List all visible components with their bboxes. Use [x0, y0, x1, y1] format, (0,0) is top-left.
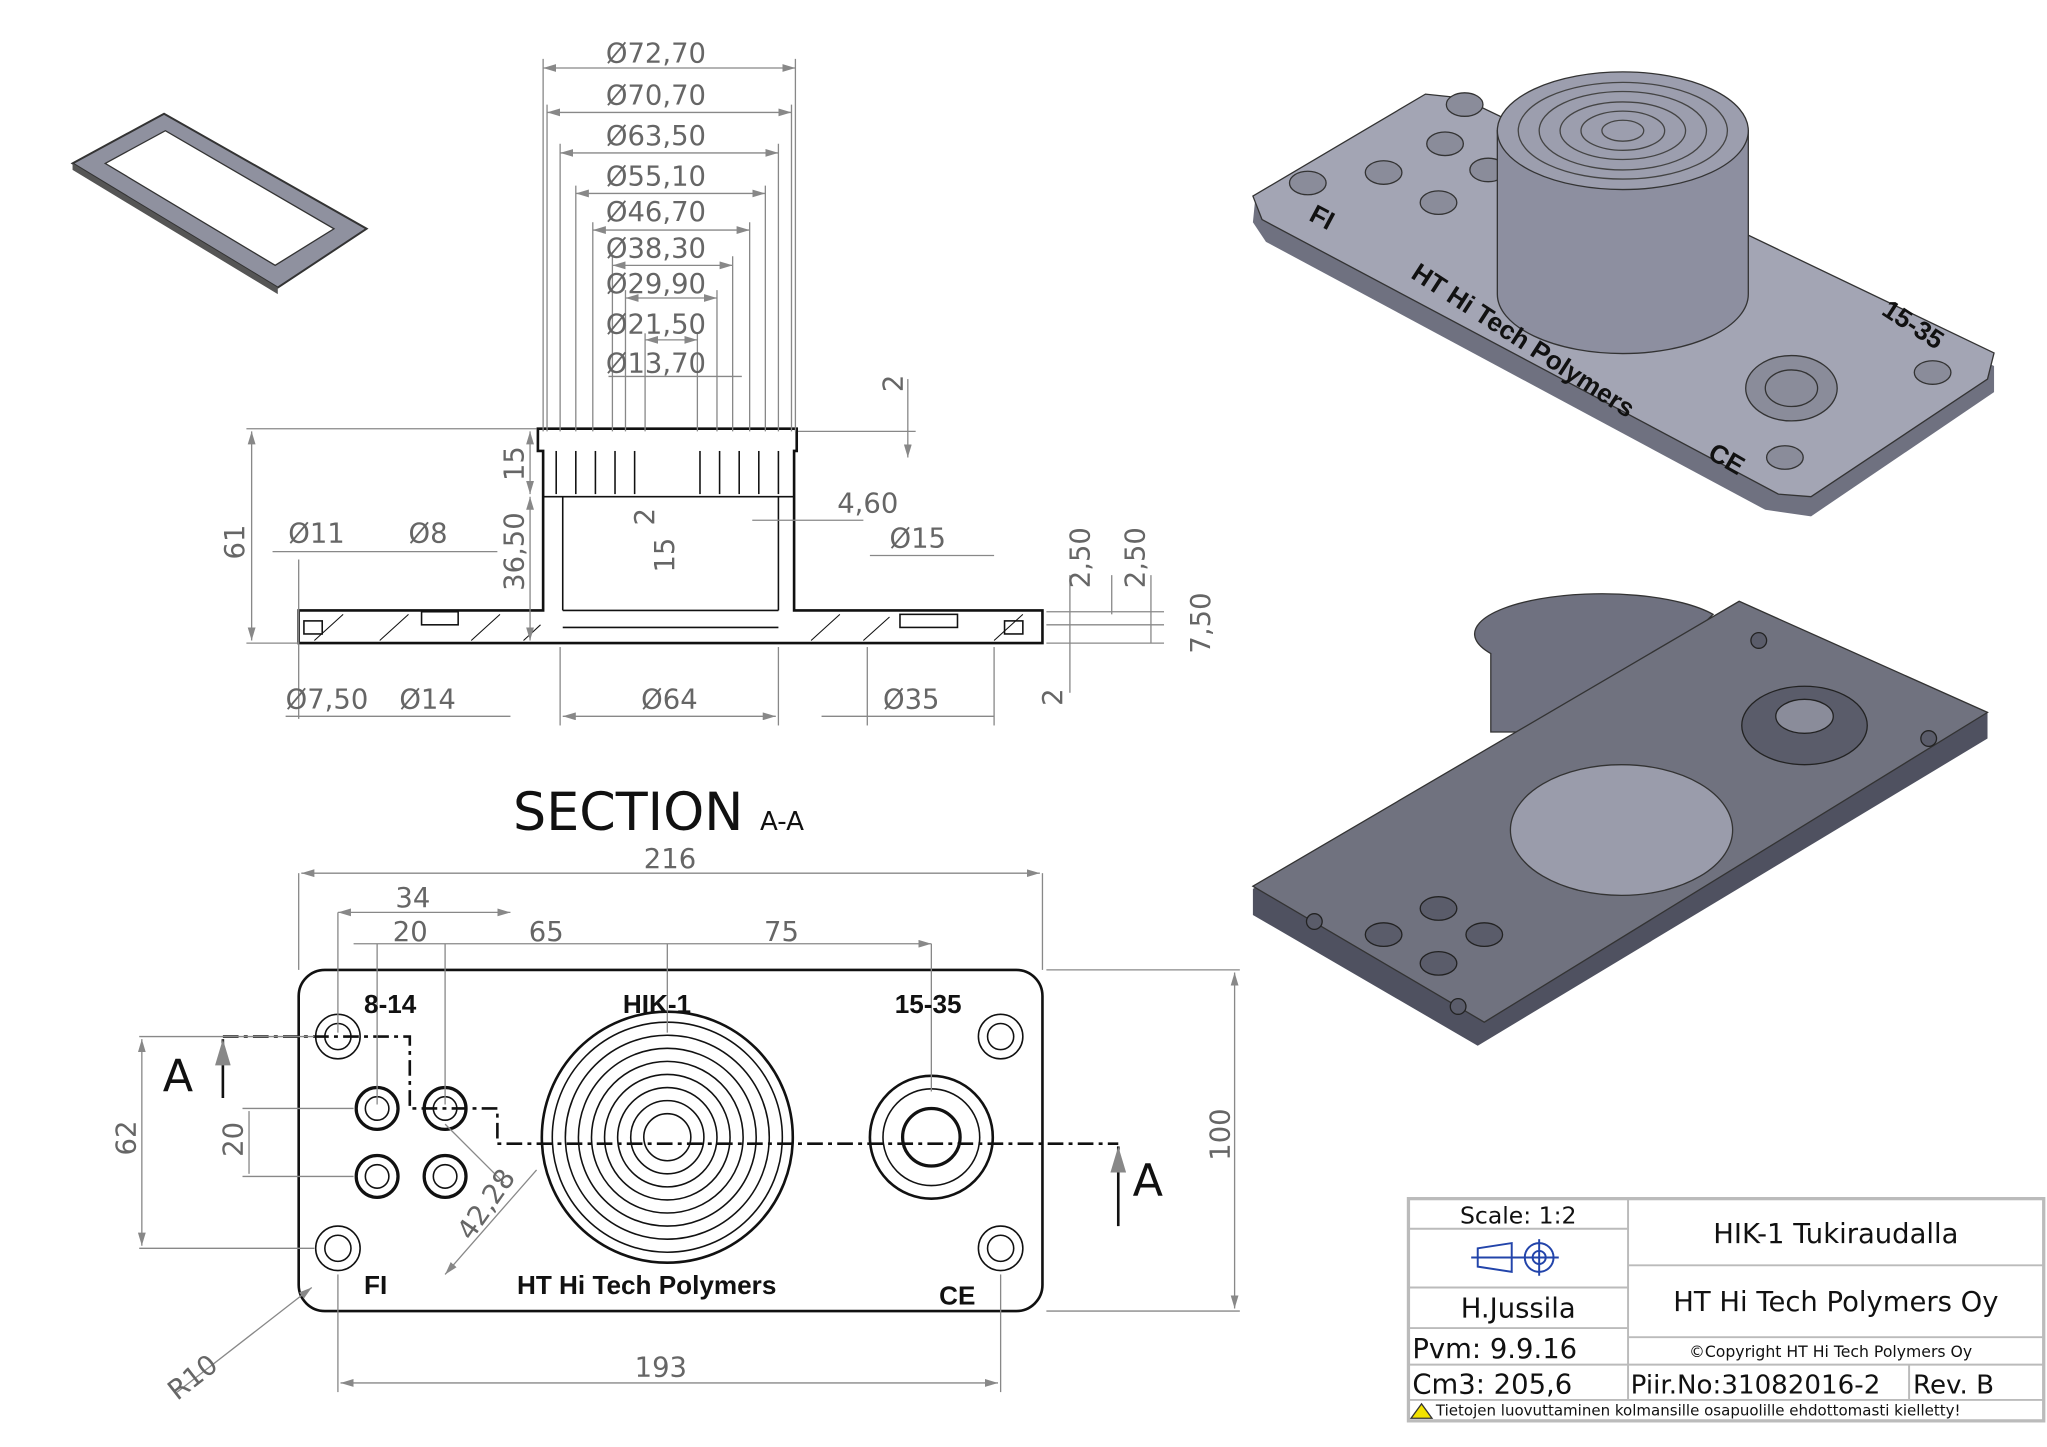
top-view: 216 34 20 65 75 62 20 42,28 100 193 R10 …	[111, 844, 1240, 1407]
dim-d15: Ø15	[890, 524, 947, 555]
dim-75: 75	[764, 917, 799, 948]
dim-42-28: 42,28	[452, 1164, 522, 1246]
tb-scale: Scale: 1:2	[1460, 1201, 1577, 1229]
dim-d7-50: Ø7,50	[286, 684, 369, 715]
dim-d38-30: Ø38,30	[606, 234, 706, 265]
dim-4-60: 4,60	[837, 488, 898, 519]
gasket-iso-view	[70, 112, 369, 295]
section-view: Ø72,70 Ø70,70 Ø63,50 Ø55,10 Ø46,70 Ø38,3…	[220, 39, 1217, 843]
dim-15: 15	[500, 446, 531, 481]
dim-d29-90: Ø29,90	[606, 269, 706, 300]
iso-view-bottom	[1251, 593, 1989, 1046]
section-title: SECTION A-A	[513, 782, 804, 843]
dim-100: 100	[1205, 1108, 1236, 1160]
label-brand: HT Hi Tech Polymers	[517, 1270, 776, 1300]
dim-216: 216	[644, 844, 696, 875]
dim-61: 61	[220, 525, 251, 560]
dim-d13-70: Ø13,70	[606, 349, 706, 380]
dim-d35: Ø35	[883, 684, 940, 715]
iso-view-top: FI HT Hi Tech Polymers 15-35 CE	[1252, 71, 1995, 517]
dim-2-top: 2	[879, 375, 910, 392]
dim-d63-50: Ø63,50	[606, 121, 706, 152]
dim-d70-70: Ø70,70	[606, 81, 706, 112]
title-block: Scale: 1:2 H.Jussila Pvm: 9.9.16 Cm3: 20…	[1406, 1197, 2046, 1423]
dim-34: 34	[395, 883, 430, 914]
dim-2-50-b: 2,50	[1120, 527, 1151, 588]
tb-company: HT Hi Tech Polymers Oy	[1673, 1287, 1998, 1318]
label-ce: CE	[939, 1281, 975, 1311]
tb-volume: Cm3: 205,6	[1412, 1369, 1572, 1400]
label-hik-1: HIK-1	[623, 989, 691, 1019]
dim-d8: Ø8	[408, 518, 447, 549]
warning-icon	[1409, 1402, 1434, 1419]
dim-d21-50: Ø21,50	[606, 309, 706, 340]
dim-d11: Ø11	[288, 518, 345, 549]
dim-d46-70: Ø46,70	[606, 197, 706, 228]
dim-62: 62	[111, 1121, 142, 1156]
dim-d14: Ø14	[399, 684, 456, 715]
dim-2-inner: 2	[630, 508, 661, 525]
label-8-14: 8-14	[364, 989, 417, 1019]
dim-65: 65	[529, 917, 564, 948]
dim-15-inner: 15	[650, 538, 681, 573]
tb-copyright: ©Copyright HT Hi Tech Polymers Oy	[1689, 1342, 1972, 1361]
dim-d64: Ø64	[641, 684, 698, 715]
tb-date: Pvm: 9.9.16	[1412, 1334, 1577, 1365]
dim-2-50-a: 2,50	[1066, 527, 1097, 588]
section-mark-left: A	[163, 1051, 194, 1102]
tb-warning: Tietojen luovuttaminen kolmansille osapu…	[1435, 1402, 1961, 1420]
tb-designer: H.Jussila	[1461, 1294, 1576, 1325]
dim-193: 193	[635, 1352, 687, 1383]
section-mark-right: A	[1133, 1156, 1164, 1207]
dim-7-50: 7,50	[1186, 592, 1217, 653]
dim-20: 20	[393, 917, 428, 948]
tb-revision: Rev. B	[1913, 1370, 1994, 1400]
dim-2-bottom: 2	[1038, 688, 1069, 705]
dim-r10: R10	[162, 1349, 224, 1407]
dim-d55-10: Ø55,10	[606, 162, 706, 193]
dim-36-50: 36,50	[500, 512, 531, 591]
dim-d72-70: Ø72,70	[606, 39, 706, 70]
dim-20-vertical: 20	[218, 1122, 249, 1157]
tb-title: HIK-1 Tukiraudalla	[1713, 1219, 1958, 1250]
tb-drawing-number: Piir.No:31082016-2	[1631, 1370, 1881, 1400]
label-fi: FI	[364, 1270, 387, 1300]
label-15-35: 15-35	[895, 989, 962, 1019]
projection-symbol-icon	[1471, 1239, 1559, 1276]
